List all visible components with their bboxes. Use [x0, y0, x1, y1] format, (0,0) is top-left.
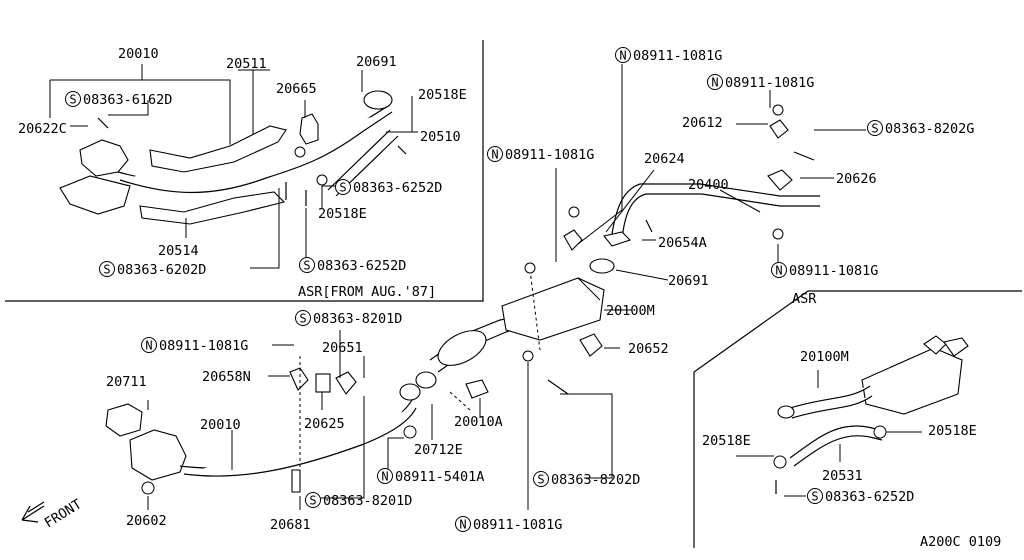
part-label: 08363-6162D [83, 92, 172, 108]
part-label: 20665 [276, 81, 317, 97]
part-label: 08363-8202G [885, 121, 974, 137]
standard-part-symbol-icon [335, 179, 351, 195]
nut-symbol-icon [455, 516, 471, 532]
part-label: 20511 [226, 56, 267, 72]
part-label: 08363-6202D [117, 262, 206, 278]
standard-part-symbol-icon [807, 488, 823, 504]
part-label: 08911-1081G [633, 48, 722, 64]
part-label: 20010 [200, 417, 241, 433]
part-label: 08911-1081G [725, 75, 814, 91]
symbol-letter: S [871, 122, 878, 136]
part-label: 20624 [644, 151, 685, 167]
part-label: 20691 [668, 273, 709, 289]
symbol-letter: N [145, 339, 152, 353]
part-label: 20654A [658, 235, 707, 251]
part-label: 08363-6252D [353, 180, 442, 196]
symbol-letter: S [69, 93, 76, 107]
part-label: 20531 [822, 468, 863, 484]
symbol-letter: S [537, 473, 544, 487]
standard-part-symbol-icon [65, 91, 81, 107]
part-label: 20510 [420, 129, 461, 145]
symbol-letter: N [775, 264, 782, 278]
tail-pipe-drawing [522, 64, 866, 510]
symbol-letter: N [619, 49, 626, 63]
nut-symbol-icon [615, 47, 631, 63]
nut-symbol-icon [771, 262, 787, 278]
part-label: 20518E [418, 87, 467, 103]
part-label: 20691 [356, 54, 397, 70]
part-label: 20010 [118, 46, 159, 62]
symbol-letter: N [459, 518, 466, 532]
symbol-letter: S [103, 263, 110, 277]
part-label: 20400 [688, 177, 729, 193]
part-label: 08363-6252D [825, 489, 914, 505]
part-label: 20712E [414, 442, 463, 458]
symbol-letter: N [491, 148, 498, 162]
part-label: 08363-8201D [323, 493, 412, 509]
part-label: 20681 [270, 517, 311, 533]
part-label: 20612 [682, 115, 723, 131]
part-label: 20652 [628, 341, 669, 357]
standard-part-symbol-icon [305, 492, 321, 508]
standard-part-symbol-icon [295, 310, 311, 326]
asr-drawing [736, 335, 969, 497]
symbol-letter: S [309, 494, 316, 508]
front-label: FRONT [42, 496, 85, 531]
figure-code: A200C 0109 [920, 534, 1001, 550]
nut-symbol-icon [377, 468, 393, 484]
nut-symbol-icon [487, 146, 503, 162]
part-label: 08363-8202D [551, 472, 640, 488]
part-label: 08911-1081G [473, 517, 562, 533]
part-label: 08911-1081G [789, 263, 878, 279]
part-label: 08911-5401A [395, 469, 484, 485]
part-label: 20625 [304, 416, 345, 432]
symbol-letter: N [381, 470, 388, 484]
standard-part-symbol-icon [533, 471, 549, 487]
frame-lines [5, 40, 1022, 548]
asr-title: ASR [792, 291, 817, 307]
part-label: 08363-8201D [313, 311, 402, 327]
part-label: 20622C [18, 121, 67, 137]
part-label: 20100M [800, 349, 849, 365]
symbol-letter: S [339, 181, 346, 195]
asr-inset-drawing [49, 64, 418, 269]
standard-part-symbol-icon [99, 261, 115, 277]
nut-symbol-icon [141, 337, 157, 353]
standard-part-symbol-icon [867, 120, 883, 136]
symbol-letter: S [303, 259, 310, 273]
part-label: 08363-6252D [317, 258, 406, 274]
part-label: 20518E [318, 206, 367, 222]
part-label: 20100M [606, 303, 655, 319]
part-label: 20626 [836, 171, 877, 187]
part-label: 20602 [126, 513, 167, 529]
part-label: 20711 [106, 374, 147, 390]
front-arrow-icon [21, 501, 45, 523]
nut-symbol-icon [707, 74, 723, 90]
symbol-letter: N [711, 76, 718, 90]
part-label: 08911-1081G [505, 147, 594, 163]
part-label: 20514 [158, 243, 199, 259]
part-label: 20518E [928, 423, 977, 439]
part-label: 08911-1081G [159, 338, 248, 354]
part-label: 20518E [702, 433, 751, 449]
part-label: 20010A [454, 414, 503, 430]
symbol-letter: S [299, 312, 306, 326]
symbol-letter: S [811, 490, 818, 504]
main-front-drawing [105, 269, 632, 510]
part-label: 20658N [202, 369, 251, 385]
standard-part-symbol-icon [299, 257, 315, 273]
part-label: 20651 [322, 340, 363, 356]
asr-inset-title: ASR[FROM AUG.'87] [298, 284, 436, 300]
